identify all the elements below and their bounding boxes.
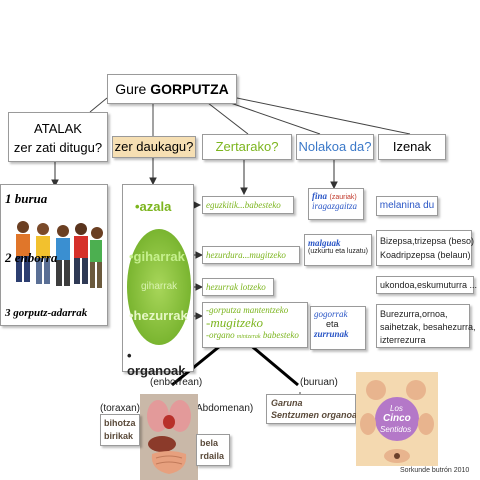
nature-zurrunak: zurrunak (314, 329, 349, 339)
nolakoa-header: Nolakoa da? (296, 134, 374, 160)
senses-cinco: Cinco (383, 413, 411, 424)
credit: Sorkunde butrón 2010 (400, 467, 470, 474)
nature-giharrak: malguak (uzkurtu eta luzatu) (304, 234, 372, 266)
nature-iragazgaitza: iragazgaitza (312, 201, 358, 211)
organ-bela: bela (200, 438, 219, 448)
izenak-header: Izenak (378, 134, 446, 160)
zer-daukagu-label: zer daukagu? (114, 139, 194, 154)
organs-torax-box: bihotza birikak (100, 414, 140, 446)
part-burua: 1 burua (5, 191, 48, 206)
nature-fina: fina (312, 191, 328, 201)
nature-eta: eta (326, 319, 339, 329)
names-koadri: Koadripzepsa (belaun) (380, 250, 471, 260)
organ-sentzumen: Sentzumen organoak (271, 410, 363, 420)
organs-abdomen-box: bela rdaila (196, 434, 230, 466)
names-bizepsa: Bizepsa,trizepsa (beso) (380, 236, 475, 246)
organs-buru-box: Garuna Sentzumen organoak (266, 394, 363, 424)
purpose-hezurrak-lotzeko: hezurrak lotzeko (202, 278, 274, 296)
nature-malguak: malguak (308, 238, 341, 248)
parts-box: 1 burua 2 enborra 3 gorputz-adarrak (0, 184, 108, 326)
atalak-header: ATALAK zer zati ditugu? (8, 112, 108, 162)
organs-box: •azala •giharrak giharrak •hezurrak • or… (122, 184, 194, 378)
purpose-giharrak: hezurdura...mugitzeko (202, 246, 300, 264)
names-hezurrak: Burezurra,ornoa, saihetzak, besahezurra,… (376, 304, 476, 348)
names-bure2: saihetzak, besahezurra, (380, 322, 476, 332)
purpose-hezurrak: -gorputza mantentzeko -mugitzeko -organo… (202, 302, 308, 348)
zertarako-header: Zertarako? (202, 134, 292, 160)
purpose-azala: eguzkitik...babesteko (202, 196, 294, 214)
purpose-hez-3c: babesteko (260, 330, 299, 340)
organ-giharrak-overlay: giharrak (141, 281, 178, 292)
zer-daukagu-header: zer daukagu? (112, 136, 196, 158)
title-prefix: Gure (115, 81, 151, 97)
muscle-ellipse (127, 229, 191, 345)
names-melanina: melanina du (376, 196, 438, 216)
names-bure1: Burezurra,ornoa, (380, 309, 448, 319)
purpose-hez-3b: mintzerak (236, 334, 261, 340)
names-ukondoa: ukondoa,eskumuturra ... (376, 276, 477, 294)
zertarako-label: Zertarako? (215, 139, 279, 154)
label-buruan: (buruan) (300, 377, 338, 388)
title-box: Gure GORPUTZA (107, 74, 237, 104)
senses-illustration (360, 380, 434, 463)
atalak-title: ATALAK (34, 121, 82, 136)
organ-hezurrak: •hezurrak (129, 308, 188, 323)
label-abdomenan: Abdomenan) (196, 403, 254, 414)
purpose-hez-3: -organo mintzerak babesteko (206, 330, 304, 340)
nature-azala: fina (zauriak) iragazgaitza (308, 188, 364, 220)
purpose-hez-1: -gorputza mantentzeko (206, 305, 289, 315)
organ-giharrak: •giharrak (129, 249, 185, 264)
organ-birikak: birikak (104, 431, 134, 441)
organ-bihotza: bihotza (104, 418, 136, 428)
atalak-question: zer zati ditugu? (13, 140, 103, 155)
label-enborrean: (enborrean) (150, 377, 203, 388)
nature-zauriak: (zauriak) (329, 194, 357, 201)
part-adarrak: 3 gorputz-adarrak (5, 307, 88, 319)
organs-illustration (140, 394, 198, 480)
label-toraxan: (toraxan) (100, 403, 141, 414)
purpose-hez-2: -mugitzeko (206, 315, 264, 330)
organ-azala: •azala (135, 199, 172, 214)
names-giharrak: Bizepsa,trizepsa (beso) Koadripzepsa (be… (376, 230, 475, 266)
organ-organoak: • organoak (127, 348, 186, 378)
organ-garuna: Garuna (271, 398, 303, 408)
nature-gogorrak: gogorrak (314, 309, 348, 319)
nature-hezurrak: gogorrak eta zurrunak (310, 306, 366, 350)
izenak-label: Izenak (392, 139, 432, 154)
title-main: GORPUTZA (150, 81, 229, 97)
purpose-hez-3a: -organo (206, 330, 237, 340)
nature-uzkurtu: (uzkurtu eta luzatu) (308, 248, 368, 255)
senses-los: Los (390, 404, 403, 413)
senses-logo: Los Cinco Sentidos (356, 372, 438, 466)
senses-sentidos: Sentidos (380, 425, 412, 434)
kids-photo (16, 221, 103, 288)
part-enborra: 2 enborra (5, 250, 58, 265)
names-bure3: izterrezurra (380, 335, 426, 345)
nolakoa-label: Nolakoa da? (298, 139, 372, 154)
organ-rdaila: rdaila (200, 451, 225, 461)
